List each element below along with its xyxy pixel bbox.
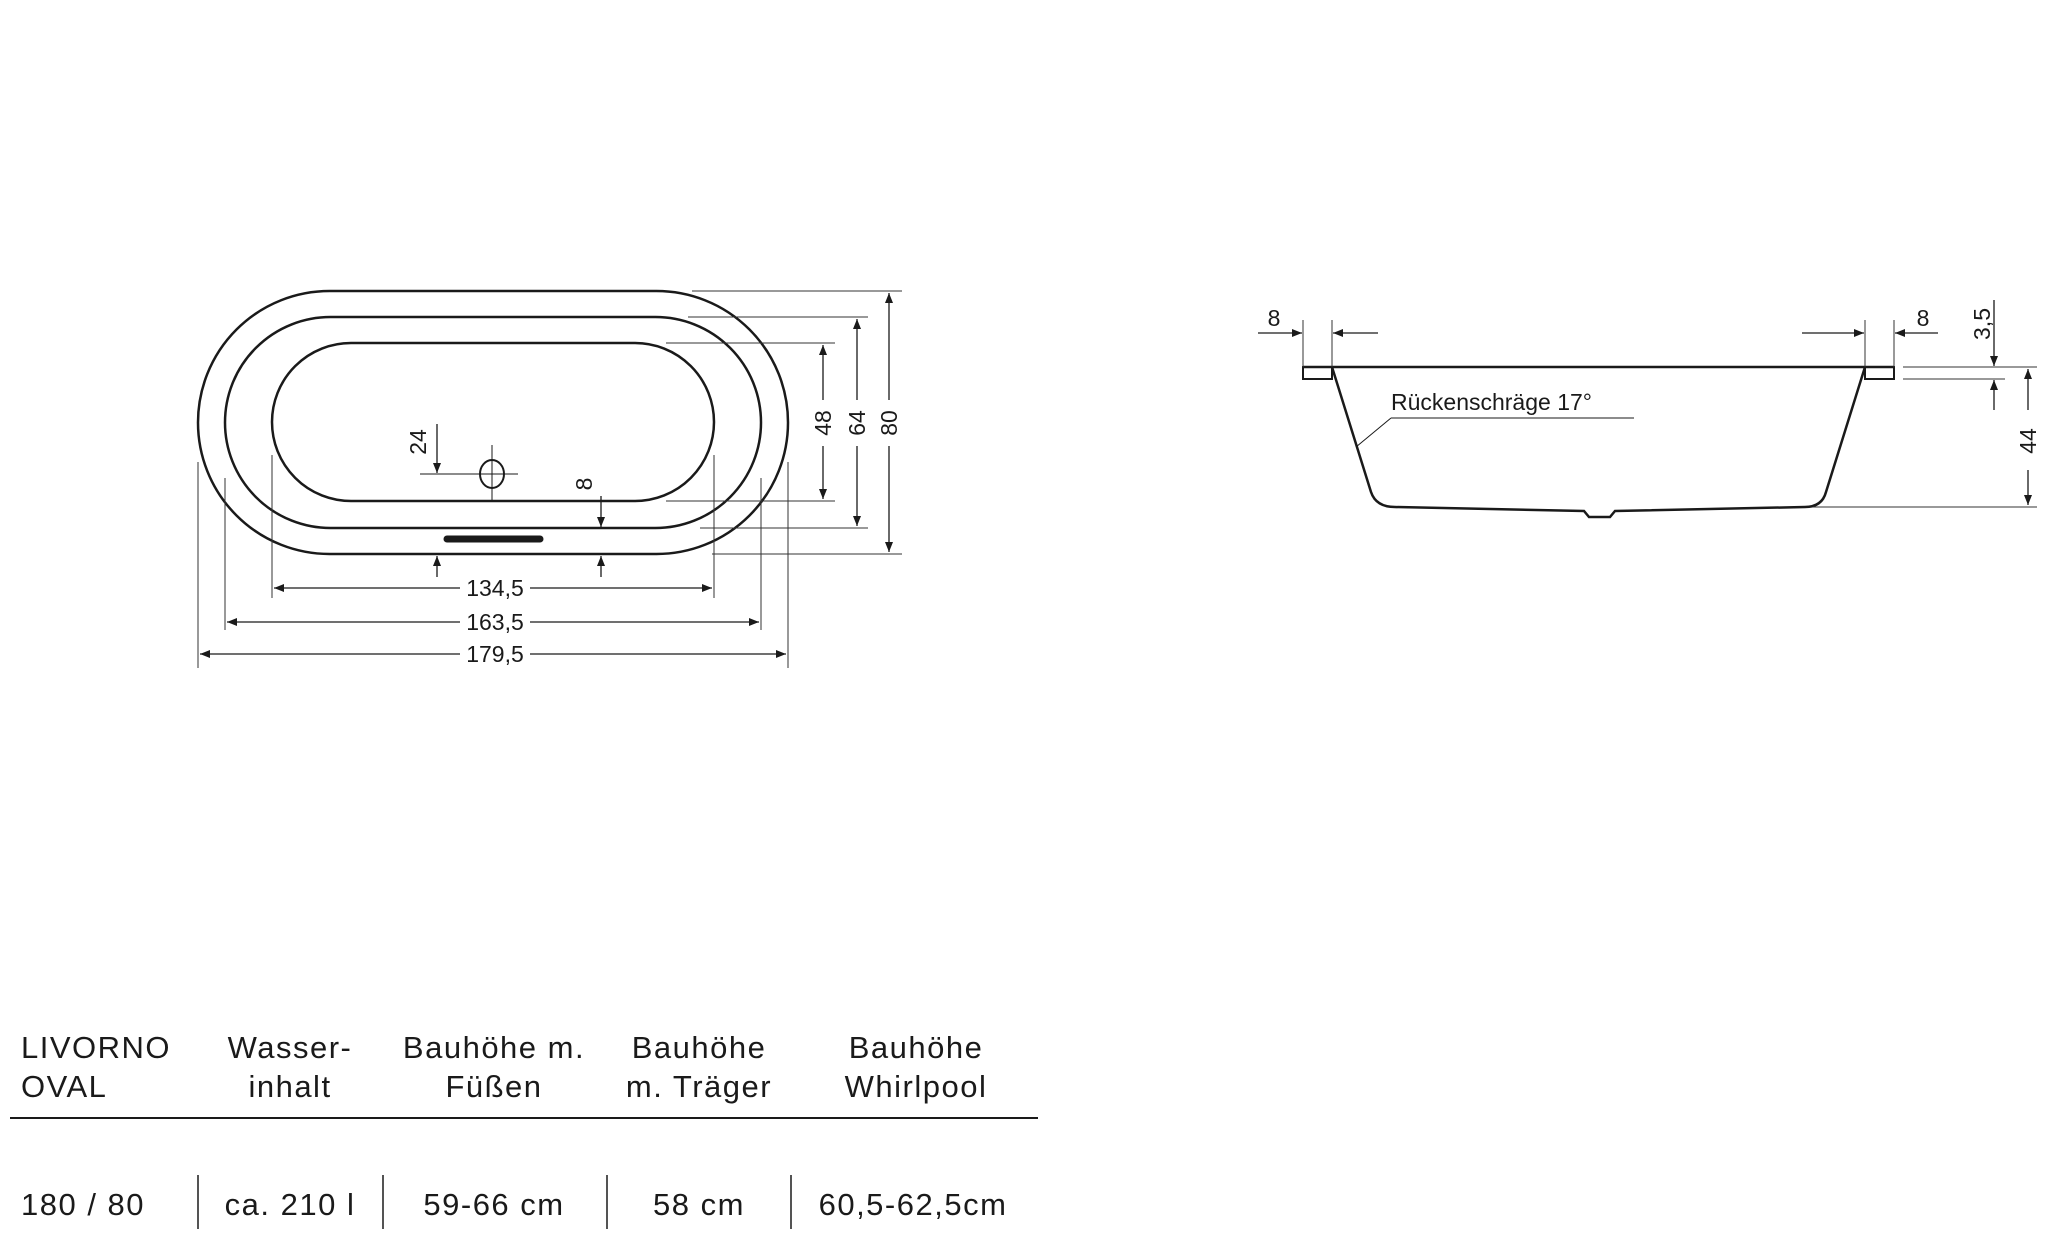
inner-basin-outline <box>270 341 716 503</box>
side-view <box>1258 300 2037 519</box>
dim-outer-length: 179,5 <box>466 641 524 667</box>
rim-left <box>1302 366 1333 380</box>
top-view-dimension-labels: 134,5 163,5 179,5 48 64 80 24 8 <box>405 410 902 667</box>
tub-profile <box>1330 366 1867 519</box>
header-water-line1: Wasser- <box>227 1030 353 1065</box>
middle-rim-outline <box>223 315 763 530</box>
dim-middle-length: 163,5 <box>466 609 524 635</box>
dim-rim-left: 8 <box>1268 305 1281 331</box>
header-whirlpool-line2: Whirlpool <box>844 1069 988 1104</box>
cell-height-whirlpool: 60,5-62,5cm <box>818 1187 1008 1222</box>
header-water-line2: inhalt <box>248 1069 332 1104</box>
table-column-separators <box>197 1175 792 1229</box>
rim-right <box>1864 366 1895 380</box>
cell-size: 180 / 80 <box>21 1187 146 1222</box>
dim-inner-width: 48 <box>810 410 836 436</box>
header-support-line2: m. Träger <box>625 1069 773 1104</box>
top-view <box>196 289 902 668</box>
dim-drain-offset: 24 <box>405 429 431 455</box>
header-support-line1: Bauhöhe <box>631 1030 767 1065</box>
cell-water-volume: ca. 210 l <box>224 1187 356 1222</box>
header-feet-line2: Füßen <box>445 1069 543 1104</box>
cell-height-feet: 59-66 cm <box>423 1187 565 1222</box>
outer-rim-outline <box>196 289 790 556</box>
dim-rim-right: 8 <box>1917 305 1930 331</box>
header-whirlpool-line1: Bauhöhe <box>848 1030 984 1065</box>
side-view-labels: Rückenschräge 17° 8 8 3,5 44 <box>1268 305 2041 454</box>
dim-depth: 44 <box>2015 428 2041 454</box>
dim-rim-offset: 8 <box>571 478 597 491</box>
dim-rim-thickness: 3,5 <box>1969 308 1995 340</box>
back-slope-label: Rückenschräge 17° <box>1391 389 1592 415</box>
dim-middle-width: 64 <box>844 410 870 436</box>
dim-outer-width: 80 <box>876 410 902 436</box>
header-model-line1: LIVORNO <box>21 1030 172 1065</box>
header-model-line2: OVAL <box>21 1069 108 1104</box>
cell-height-support: 58 cm <box>653 1187 745 1222</box>
dim-inner-length: 134,5 <box>466 575 524 601</box>
header-feet-line1: Bauhöhe m. <box>402 1030 586 1065</box>
